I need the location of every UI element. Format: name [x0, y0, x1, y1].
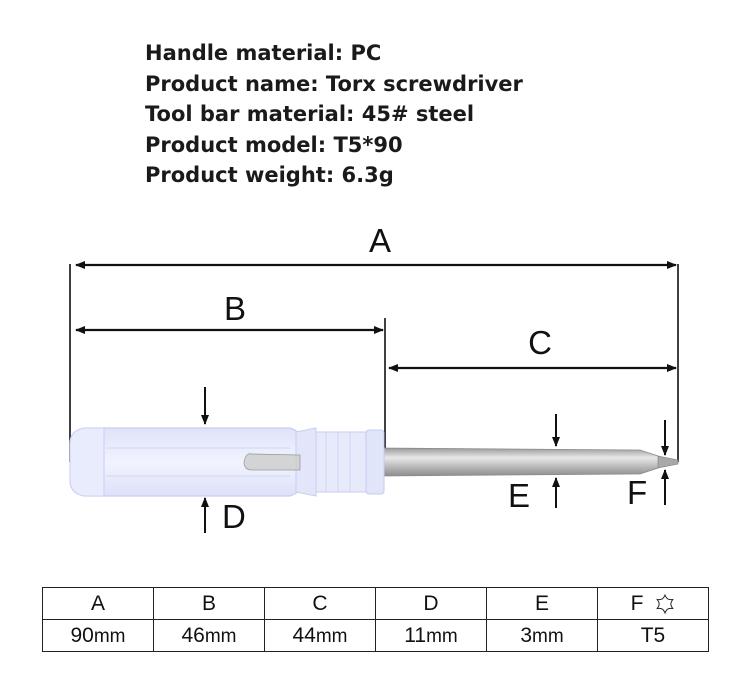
value-cell-f: T5 — [597, 619, 709, 652]
table-value-row: 90mm 46mm 44mm 11mm 3mm T5 — [42, 619, 709, 652]
spec-product-weight: Product weight: 6.3g — [145, 163, 394, 187]
spec-tool-bar-material: Tool bar material: 45# steel — [145, 102, 475, 126]
header-cell-b: B — [153, 587, 265, 620]
value-unit: mm — [532, 625, 564, 647]
spec-product-name: Product name: Torx screwdriver — [145, 71, 523, 96]
label-f: F — [627, 474, 647, 511]
header-label: A — [90, 591, 105, 615]
header-cell-a: A — [42, 587, 154, 620]
value-number: 11 — [404, 623, 427, 647]
screwdriver-illustration — [69, 427, 679, 497]
dimension-d: D — [201, 387, 246, 535]
value-cell-a: 90mm — [42, 619, 154, 652]
value-number: 3 — [520, 623, 533, 647]
dimension-b: B — [75, 290, 384, 334]
header-label: D — [423, 591, 439, 615]
header-cell-f: F — [597, 587, 709, 620]
dimension-f: F — [627, 420, 669, 511]
header-label: F — [630, 591, 644, 615]
screwdriver-shaft — [369, 447, 661, 477]
label-c: C — [528, 324, 552, 361]
header-label: C — [312, 591, 328, 615]
value-unit: mm — [315, 625, 348, 647]
torx-star-icon — [656, 593, 675, 614]
spec-product-model: Product model: T5*90 — [145, 132, 403, 157]
value-unit: mm — [426, 625, 458, 647]
value-number: 46 — [181, 623, 205, 647]
value-unit: mm — [93, 625, 126, 647]
value-cell-d: 11mm — [375, 619, 487, 652]
handle-end — [365, 429, 385, 495]
value-cell-b: 46mm — [153, 619, 265, 652]
header-label: E — [534, 591, 549, 615]
header-cell-d: D — [375, 587, 487, 620]
dimension-table: A B C D E F 90mm 46mm 44mm 11mm 3mm T5 — [42, 587, 709, 652]
value-number: 90 — [70, 623, 94, 647]
label-d: D — [222, 498, 246, 535]
handle-collar — [315, 431, 367, 493]
shaft-tang — [243, 453, 301, 471]
label-a: A — [369, 222, 391, 259]
dimension-e: E — [508, 414, 560, 514]
header-cell-e: E — [486, 587, 598, 620]
handle-neck — [295, 427, 317, 497]
label-e: E — [508, 477, 530, 514]
value-unit: mm — [204, 625, 237, 647]
dimension-diagram: A B C D — [69, 222, 679, 535]
dimension-c: C — [388, 324, 677, 372]
value-cell-e: 3mm — [486, 619, 598, 652]
value-cell-c: 44mm — [264, 619, 376, 652]
header-cell-c: C — [264, 587, 376, 620]
header-label: B — [201, 591, 216, 615]
value-number: 44 — [292, 623, 316, 647]
label-b: B — [224, 290, 246, 327]
handle-cap — [69, 427, 105, 497]
dimension-a: A — [75, 222, 677, 269]
table-header-row: A B C D E F — [42, 587, 709, 620]
spec-handle-material: Handle material: PC — [145, 41, 382, 65]
spec-list: Handle material: PC Product name: Torx s… — [145, 38, 645, 191]
value-number: T5 — [640, 623, 666, 647]
torx-tip — [657, 455, 679, 469]
